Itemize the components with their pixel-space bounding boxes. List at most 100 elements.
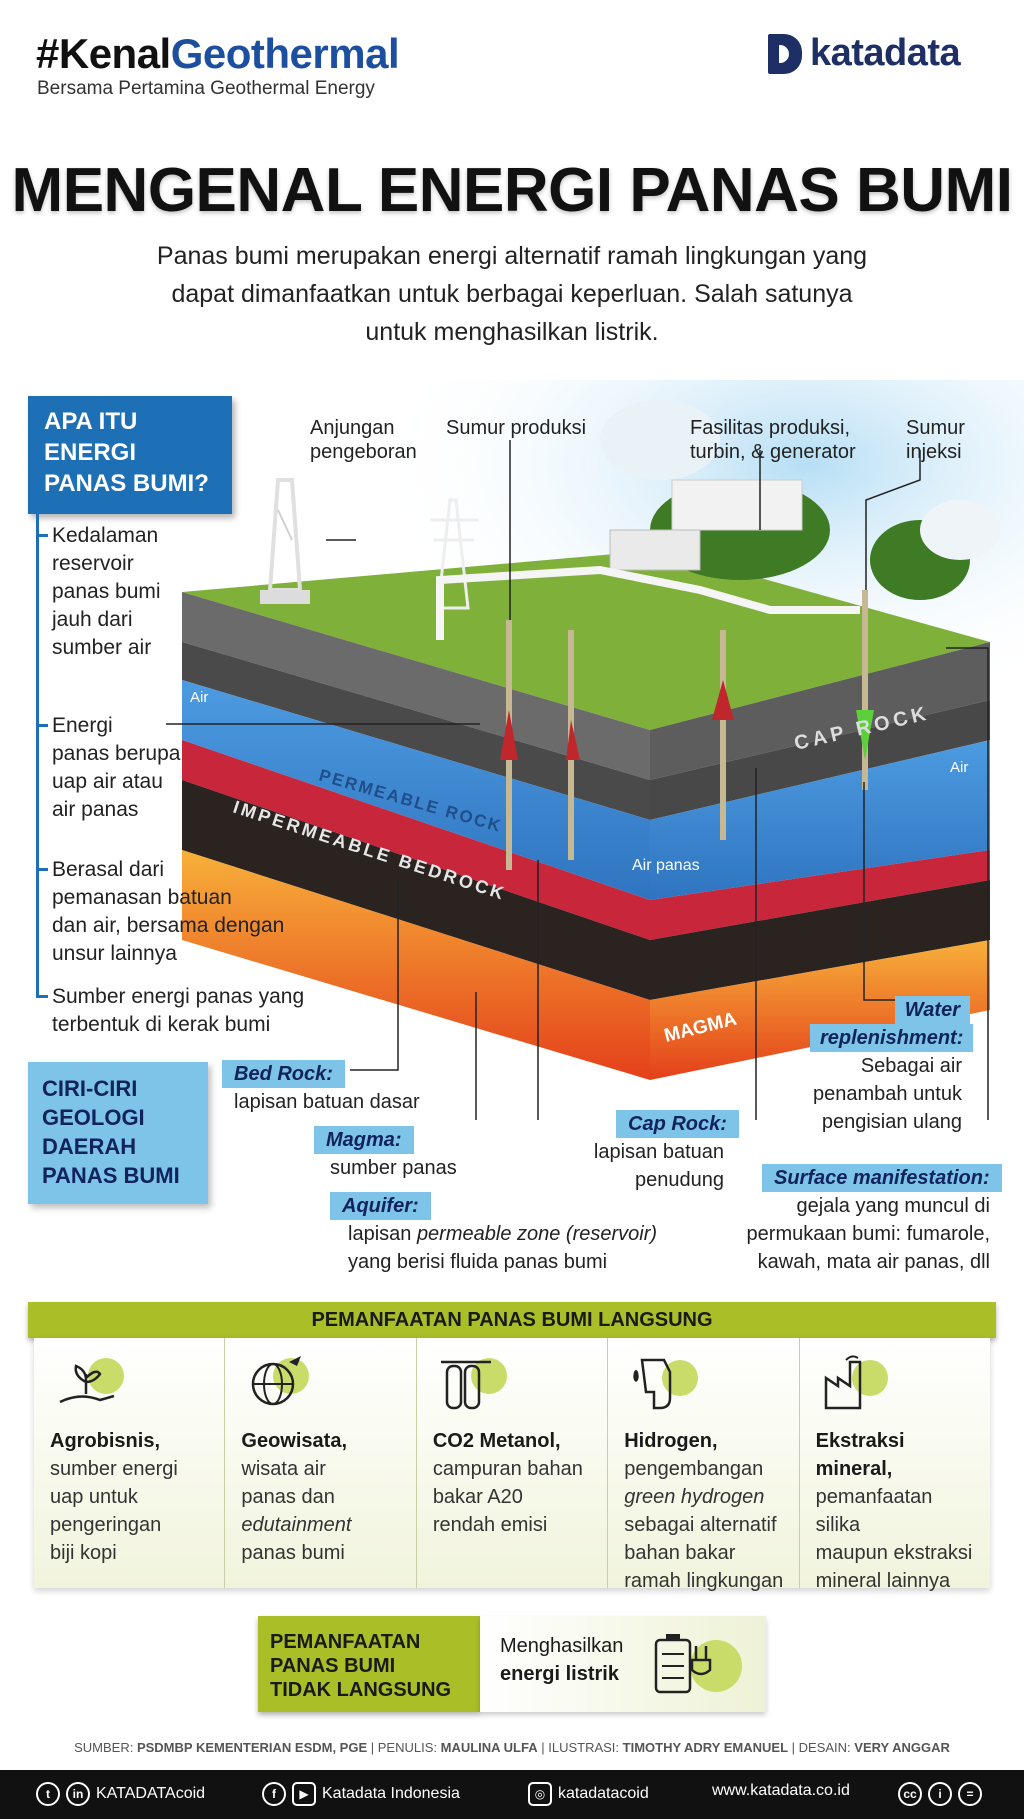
fuel-nozzle-icon [633,1358,699,1410]
direct-title-ekstraksi: Ekstraksi mineral, [815,1430,905,1480]
footer-twitter-linkedin[interactable]: t in KATADATAcoid [36,1782,205,1806]
direct-text: wisata air [241,1458,326,1480]
apa-item-1-line: reservoir [52,552,134,575]
direct-text: green hydrogen [624,1486,765,1508]
ciri-ciri-box: CIRI-CIRI GEOLOGI DAERAH PANAS BUMI [28,1062,208,1204]
direct-text: rendah emisi [432,1514,548,1536]
katadata-logo-text: katadata [810,32,961,74]
callout-caprock-desc: lapisan batuan penudung [560,1138,724,1194]
indirect-use-panel: Menghasilkan energi listrik [480,1616,766,1712]
apa-heading-2: ENERGI [44,439,137,466]
apa-tick [36,724,48,727]
power-plant [436,479,860,640]
hashtag: #KenalGeothermal [36,30,400,78]
apa-item-3-line: Berasal dari [52,858,165,881]
callout-water-line: Sebagai air [860,1055,962,1077]
apa-heading-3: PANAS BUMI? [44,470,209,497]
apa-item-2: Energi panas berupa uap air atau air pan… [52,712,180,824]
label-fasilitas-1: Fasilitas produksi, [690,417,851,439]
drilling-rig [260,478,310,604]
source-label: | ILUSTRASI: [537,1740,623,1755]
twitter-icon[interactable]: t [36,1782,60,1806]
apa-item-1-line: jauh dari [52,608,133,631]
apa-item-3-line: pemanasan batuan [52,886,232,909]
injection-well [862,590,868,790]
callout-caprock-line: lapisan batuan [593,1141,724,1163]
callout-water-line: penambah untuk [812,1083,962,1105]
impermeable-bedrock-front [182,780,650,1000]
direct-title-hidrogen: Hidrogen, [624,1430,718,1452]
cap-rock-front [182,642,650,820]
direct-text: panas bumi [241,1542,345,1564]
callout-water-line: pengisian ulang [821,1111,962,1133]
production-well-3 [720,630,726,840]
direct-text: bahan bakar [624,1542,736,1564]
indirect-text-bold: energi listrik [500,1663,619,1685]
apa-itu-box: APA ITU ENERGI PANAS BUMI? [28,396,232,514]
direct-text: panas dan [241,1486,335,1508]
direct-text: sumber energi [50,1458,178,1480]
callout-surface-line: permukaan bumi: fumarole, [746,1223,990,1245]
direct-use-item: Hidrogen, pengembangan green hydrogen se… [608,1338,800,1592]
permeable-rock-front [182,680,650,900]
magma-right [650,940,990,1080]
label-sumur-injeksi-2: injeksi [906,441,962,463]
linkedin-icon[interactable]: in [66,1782,90,1806]
callout-aquifer-desc: lapisan permeable zone (reservoir) yang … [348,1220,657,1276]
air-right-label: Air [950,759,968,776]
header-subtitle: Bersama Pertamina Geothermal Energy [37,78,375,99]
direct-use-item: Ekstraksi mineral, pemanfaatan silika ma… [800,1338,990,1592]
facebook-icon[interactable]: f [262,1782,286,1806]
callout-aquifer-tag: Aquifer: [330,1192,431,1220]
source-value: VERY ANGGAR [854,1740,950,1755]
indirect-heading-line: TIDAK LANGSUNG [270,1679,452,1701]
callout-water-tag: Water replenishment: [810,996,974,1052]
source-value: PSDMBP KEMENTERIAN ESDM, PGE [136,1740,368,1755]
power-pylon [430,498,478,610]
direct-text: maupun ekstraksi [815,1542,973,1564]
hashtag-geothermal: Geothermal [170,30,400,77]
callout-surface-line: kawah, mata air panas, dll [757,1251,990,1273]
globe-plane-icon [252,1356,310,1406]
footer-twitter-handle[interactable]: KATADATAcoid [96,1785,206,1802]
apa-item-2-line: Energi [52,714,113,737]
apa-rail [36,514,39,998]
footer-instagram-handle[interactable]: katadatacoid [558,1785,649,1802]
apa-tick [36,868,48,871]
direct-text: ramah lingkungan [624,1570,784,1592]
direct-text: pemanfaatan silika [815,1486,933,1536]
apa-heading-1: APA ITU [44,408,138,435]
callout-bedrock-tag: Bed Rock: [222,1060,345,1088]
water-down-arrow [856,710,874,760]
attribution-icon: i [928,1782,952,1806]
footer-web[interactable]: www.katadata.co.id [712,1782,850,1800]
nd-icon: = [958,1782,982,1806]
youtube-icon[interactable]: ▶ [292,1782,316,1806]
footer-facebook-name[interactable]: Katadata Indonesia [322,1785,460,1802]
callout-water-tag-2: replenishment: [810,1024,974,1052]
source-credits: SUMBER: PSDMBP KEMENTERIAN ESDM, PGE | P… [0,1740,1024,1755]
cc-icon: cc [898,1782,922,1806]
surface-soil [182,592,650,780]
factory-icon [824,1355,888,1410]
indirect-use-heading: PEMANFAATAN PANAS BUMI TIDAK LANGSUNG [258,1616,480,1712]
indirect-text: Menghasilkan [500,1635,624,1657]
katadata-logo: katadata [768,32,961,75]
apa-item-1-line: Kedalaman [52,524,159,547]
geothermal-cross-section: Air PERMEABLE ROCK IMPERMEABLE BEDROCK C… [166,380,1024,1120]
instagram-icon[interactable]: ◎ [528,1782,552,1806]
apa-item-3-line: unsur lainnya [52,942,177,965]
indirect-heading-line: PEMANFAATAN [270,1631,421,1653]
footer-website[interactable]: www.katadata.co.id [712,1782,850,1799]
bedrock-right [650,880,990,1000]
callout-bedrock-desc: lapisan batuan dasar [234,1091,420,1113]
direct-title-co2-metanol: CO2 Metanol, [432,1430,561,1452]
apa-tick [36,995,48,998]
direct-text: mineral lainnya [815,1570,951,1592]
hot-layer-right [650,850,990,940]
apa-tick [36,534,48,537]
air-left-label: Air [190,689,208,706]
footer-instagram[interactable]: ◎ katadatacoid [528,1782,649,1806]
direct-text: pengembangan [624,1458,764,1480]
footer-facebook-youtube[interactable]: f ▶ Katadata Indonesia [262,1782,460,1806]
